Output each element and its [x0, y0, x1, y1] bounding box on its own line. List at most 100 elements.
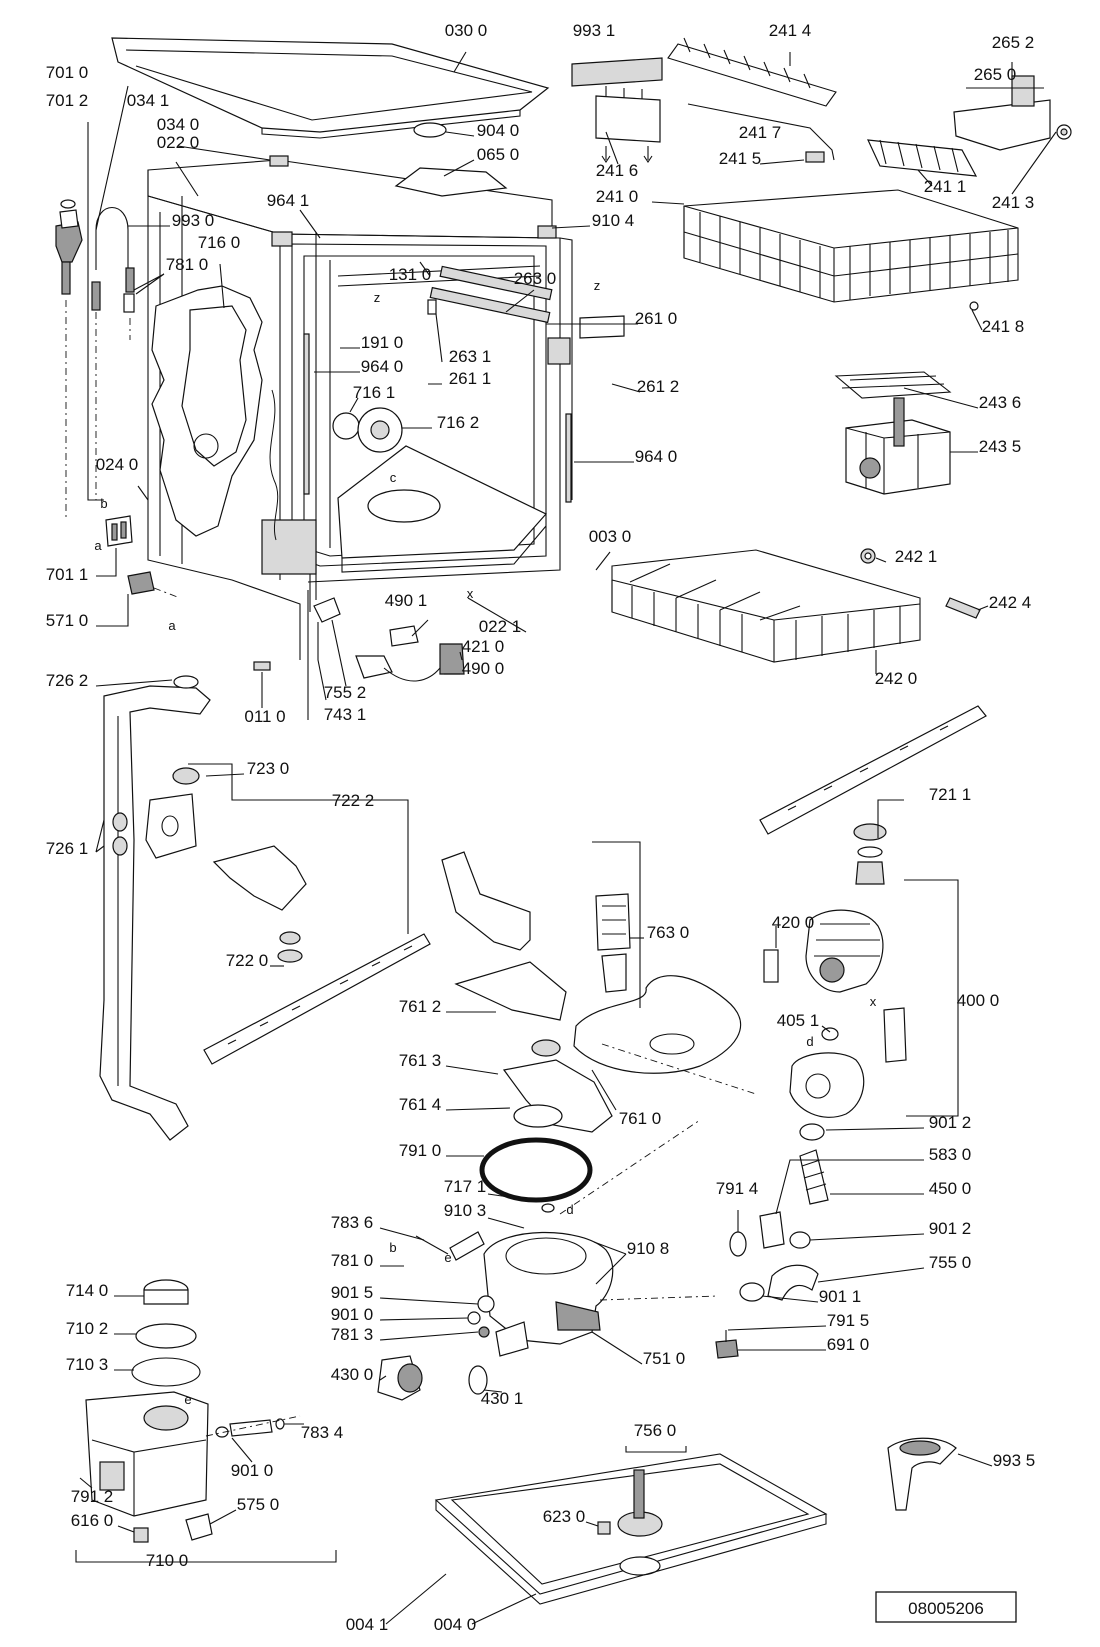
part-label-part-2436: 243 6	[979, 393, 1022, 412]
reference-letter-d: d	[566, 1202, 573, 1217]
reference-letter-b: b	[100, 496, 107, 511]
drawing-number-box: 08005206	[875, 1591, 1017, 1623]
part-label-part-4000: 400 0	[957, 991, 1000, 1010]
feed-pipe-part	[441, 851, 531, 951]
salt-container-part	[85, 1279, 209, 1517]
part-label-part-7171: 717 1	[444, 1177, 487, 1196]
part-label-part-7431: 743 1	[324, 705, 367, 724]
part-label-part-2435: 243 5	[979, 437, 1022, 456]
cutlery-basket-part	[834, 371, 952, 495]
part-label-part-0220: 022 0	[157, 133, 200, 152]
rails-and-seals	[303, 265, 572, 503]
part-label-part-9935: 993 5	[993, 1451, 1036, 1470]
strip-insulation-part	[571, 57, 663, 87]
part-label-part-5710: 571 0	[46, 611, 89, 630]
rack-rail-part	[687, 103, 835, 163]
part-label-part-0040: 004 0	[434, 1615, 477, 1634]
part-label-part-7100: 710 0	[146, 1551, 189, 1570]
part-label-part-7810: 781 0	[166, 255, 209, 274]
part-label-part-9012a: 901 2	[929, 1113, 972, 1132]
part-label-part-9108: 910 8	[627, 1239, 670, 1258]
part-label-part-7610: 761 0	[619, 1109, 662, 1128]
upper-arm-assembly	[145, 767, 431, 1065]
water-inlet-valve-part	[55, 199, 135, 520]
part-label-part-7222: 722 2	[332, 791, 375, 810]
part-label-part-2417: 241 7	[739, 123, 782, 142]
tub-base	[261, 315, 625, 575]
reference-letter-x: x	[870, 994, 877, 1009]
part-label-part-0041: 004 1	[346, 1615, 389, 1634]
part-label-part-9104: 910 4	[592, 211, 635, 230]
part-label-part-7011: 701 1	[46, 565, 89, 584]
part-label-part-4901: 490 1	[385, 591, 428, 610]
part-label-part-4900: 490 0	[462, 659, 505, 678]
upper-rack-basket	[683, 189, 1019, 311]
side-insulation-part	[151, 285, 263, 537]
part-label-part-6910: 691 0	[827, 1335, 870, 1354]
part-label-part-7560: 756 0	[634, 1421, 677, 1440]
part-label-part-7612: 761 2	[399, 997, 442, 1016]
part-label-part-7810b: 781 0	[331, 1251, 374, 1270]
part-label-part-9641: 964 1	[267, 191, 310, 210]
part-label-part-1910: 191 0	[361, 333, 404, 352]
part-label-part-2610: 261 0	[635, 309, 678, 328]
drawing-number: 08005206	[908, 1599, 984, 1618]
part-label-part-0221: 022 1	[479, 617, 522, 636]
part-label-part-4500: 450 0	[929, 1179, 972, 1198]
part-label-part-7161: 716 1	[353, 383, 396, 402]
part-label-part-6160: 616 0	[71, 1511, 114, 1530]
reference-letter-e: e	[444, 1250, 451, 1265]
part-label-part-4200: 420 0	[772, 913, 815, 932]
part-label-part-7630: 763 0	[647, 923, 690, 942]
part-label-part-2413: 241 3	[992, 193, 1035, 212]
part-label-part-1310: 131 0	[389, 265, 432, 284]
funnel-part	[887, 1437, 957, 1511]
reference-letter-c: c	[390, 470, 397, 485]
part-label-part-2650: 265 0	[974, 65, 1017, 84]
part-label-part-4051: 405 1	[777, 1011, 820, 1030]
part-label-part-5830: 583 0	[929, 1145, 972, 1164]
reference-letter-z: z	[594, 278, 601, 293]
part-label-part-2652: 265 2	[992, 33, 1035, 52]
part-label-part-2630: 263 0	[514, 269, 557, 288]
part-label-part-9040: 904 0	[477, 121, 520, 140]
part-label-part-0341: 034 1	[127, 91, 170, 110]
part-label-part-9012b: 901 2	[929, 1219, 972, 1238]
cup-shelf-part	[867, 139, 978, 177]
part-label-part-2420: 242 0	[875, 669, 918, 688]
sump-part	[415, 1203, 614, 1357]
part-label-part-7261: 726 1	[46, 839, 89, 858]
connector-block-part	[105, 515, 133, 547]
part-label-part-7262: 726 2	[46, 671, 89, 690]
part-label-part-9011: 901 1	[819, 1287, 862, 1306]
part-label-part-2416: 241 6	[596, 161, 639, 180]
part-label-part-7910: 791 0	[399, 1141, 442, 1160]
sealing-ring-part	[479, 1137, 593, 1203]
rack-support-part	[953, 75, 1072, 151]
part-label-part-7836: 783 6	[331, 1213, 374, 1232]
part-label-part-7140: 714 0	[66, 1281, 109, 1300]
part-label-part-7915: 791 5	[827, 1311, 870, 1330]
reference-letter-d: d	[806, 1034, 813, 1049]
part-label-part-7550: 755 0	[929, 1253, 972, 1272]
part-label-part-7220: 722 0	[226, 951, 269, 970]
part-label-part-7914: 791 4	[716, 1179, 759, 1198]
part-label-part-9010a: 901 0	[331, 1305, 374, 1324]
part-label-part-9640b: 964 0	[635, 447, 678, 466]
reference-letter-b: b	[389, 1240, 396, 1255]
drain-pump-part	[377, 1355, 488, 1401]
part-label-part-9640a: 964 0	[361, 357, 404, 376]
spray-pipe-part	[99, 675, 211, 1141]
part-label-ins-strip: 993 1	[573, 21, 616, 40]
part-label-part-7834: 783 4	[301, 1423, 344, 1442]
part-label-part-0240: 024 0	[96, 455, 139, 474]
part-label-part-7552: 755 2	[324, 683, 367, 702]
part-label-part-2410: 241 0	[596, 187, 639, 206]
part-label-part-7813: 781 3	[331, 1325, 374, 1344]
part-label-part-9930: 993 0	[172, 211, 215, 230]
part-label-part-7613: 761 3	[399, 1051, 442, 1070]
reference-letter-z: z	[374, 290, 381, 305]
inlet-fitting-part	[127, 571, 181, 599]
